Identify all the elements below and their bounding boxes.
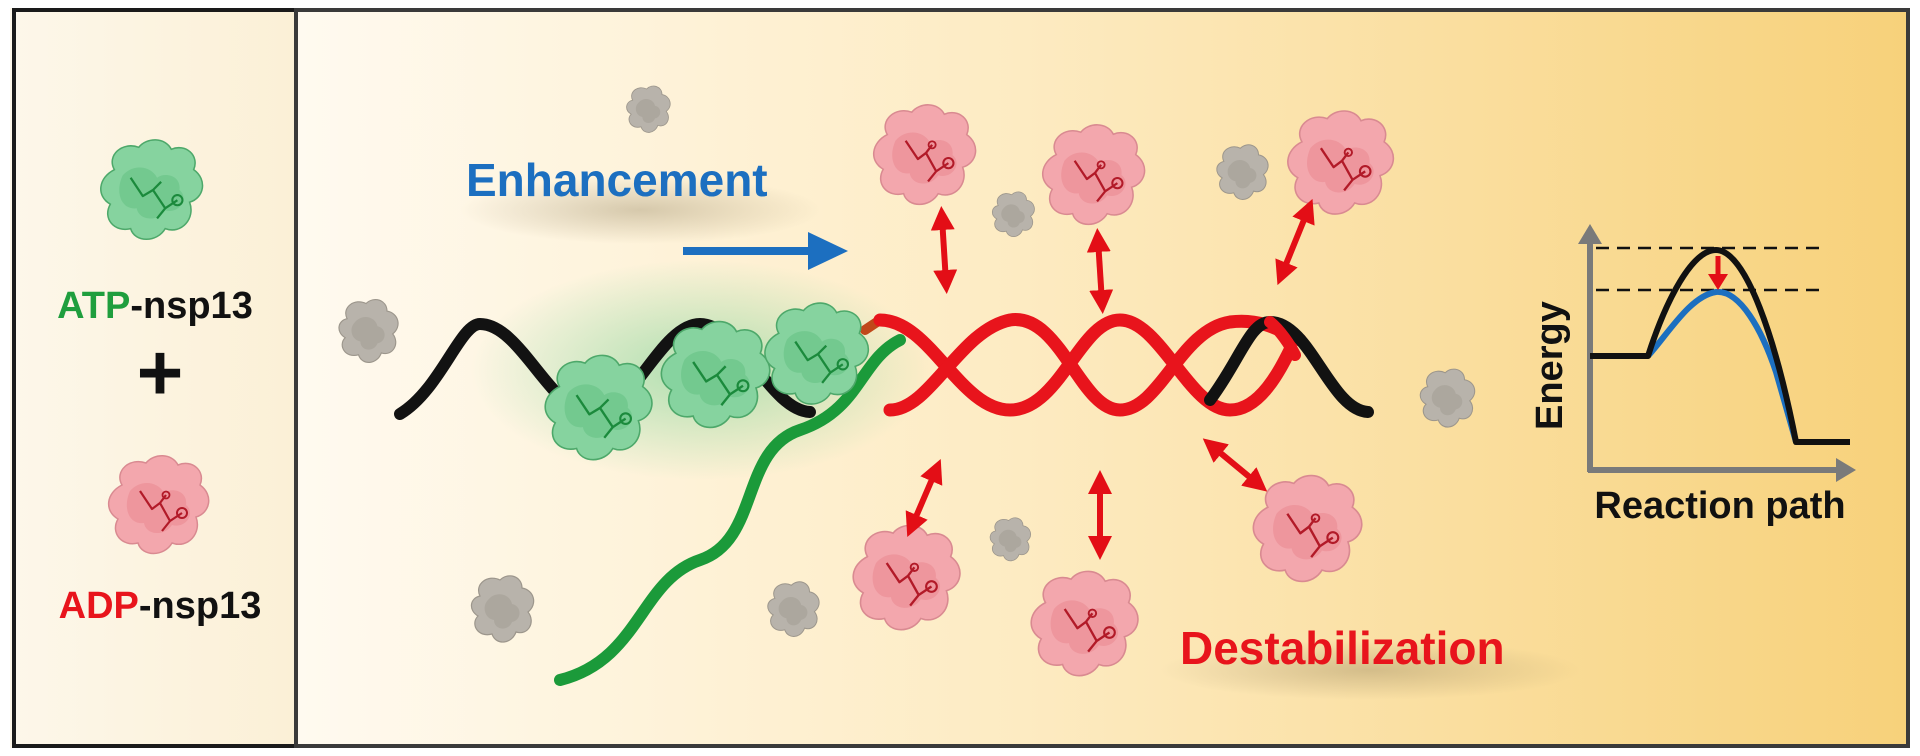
- bidirectional-arrow-icon: [1202, 438, 1268, 492]
- energy-diagram: Energy Reaction path: [1529, 224, 1856, 527]
- plus-sign: +: [137, 328, 184, 417]
- destabilization-shadow: [1160, 640, 1580, 700]
- dna-unwound-green-strand: [554, 334, 906, 686]
- atp-suffix: -nsp13: [130, 285, 252, 327]
- enhancement-label: Enhancement: [466, 154, 768, 206]
- main-panel-border: [294, 8, 1910, 748]
- destabilization-label: Destabilization: [1180, 622, 1505, 674]
- adp-nsp13-label: ADP-nsp13: [59, 585, 262, 627]
- reaction-path-axis-label: Reaction path: [1594, 485, 1845, 527]
- dna-helix-red-strand-b: [883, 313, 1307, 417]
- adp-prefix: ADP: [59, 585, 139, 627]
- legend-panel-bg: [10, 8, 296, 748]
- atp-nsp13-label: ATP-nsp13: [57, 285, 253, 327]
- bidirectional-arrow-icon: [1086, 228, 1114, 314]
- adp-suffix: -nsp13: [139, 585, 261, 627]
- dna-helix-red-strand-a: [873, 313, 1297, 417]
- enhancement-arrow-head: [808, 232, 848, 270]
- barrier-lowering-arrowhead: [1708, 274, 1728, 290]
- dna-helix-red-tail: [1264, 316, 1301, 361]
- energy-axis-label: Energy: [1529, 301, 1571, 430]
- bidirectional-arrow-icon: [1275, 198, 1315, 286]
- catalyzed-energy-curve: [1645, 289, 1799, 443]
- enhancement-shadow: [460, 176, 820, 244]
- y-axis-arrowhead: [1578, 224, 1602, 244]
- bidirectional-arrow-icon: [930, 206, 958, 294]
- uncatalyzed-energy-curve: [1590, 247, 1850, 445]
- bidirectional-arrow-icon: [905, 458, 943, 538]
- atp-prefix: ATP: [57, 285, 130, 327]
- x-axis-arrowhead: [1836, 458, 1856, 482]
